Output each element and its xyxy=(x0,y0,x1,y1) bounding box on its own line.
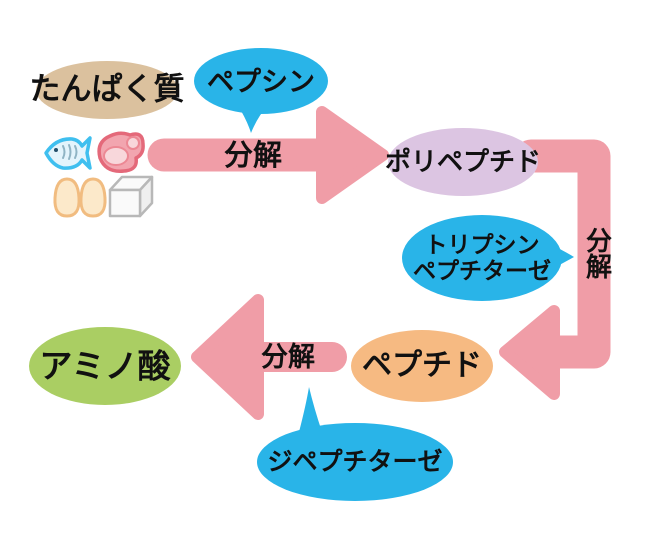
pepsin-label: ペプシン xyxy=(207,66,315,97)
dipeptidase-bubble xyxy=(257,387,453,501)
breakdown-arrow-right xyxy=(499,139,611,400)
peptide-label: ペプチド xyxy=(362,349,482,383)
polypeptide-node xyxy=(388,128,538,196)
fish-icon xyxy=(44,136,92,170)
meat-icon xyxy=(97,131,145,173)
peptide-node xyxy=(351,330,493,402)
dipeptidase-bubble-tail xyxy=(299,387,322,432)
polypeptide-label: ポリペプチド xyxy=(384,146,542,177)
protein-node xyxy=(36,61,178,119)
tofu-icon xyxy=(108,175,154,218)
protein-label: たんぱく質 xyxy=(29,71,185,107)
pepsin-bubble xyxy=(194,48,328,133)
trypsin-label-line2: ペプチターゼ xyxy=(413,257,551,283)
amino-acid-node xyxy=(29,327,181,405)
dipeptidase-label: ジペプチターゼ xyxy=(267,448,443,476)
breakdown-label-right: 分解 xyxy=(582,227,613,279)
breakdown-label-top: 分解 xyxy=(223,139,283,172)
trypsin-peptidase-bubble xyxy=(402,215,574,301)
trypsin-peptidase-label: トリプシン ペプチターゼ xyxy=(413,231,551,284)
breakdown-arrow-bottom xyxy=(191,294,347,420)
amino-acid-label: アミノ酸 xyxy=(39,347,171,385)
breakdown-label-bottom: 分解 xyxy=(261,341,315,372)
trypsin-label-line1: トリプシン xyxy=(424,231,540,258)
eggs-icon xyxy=(53,177,107,218)
breakdown-arrow-top xyxy=(147,106,389,204)
